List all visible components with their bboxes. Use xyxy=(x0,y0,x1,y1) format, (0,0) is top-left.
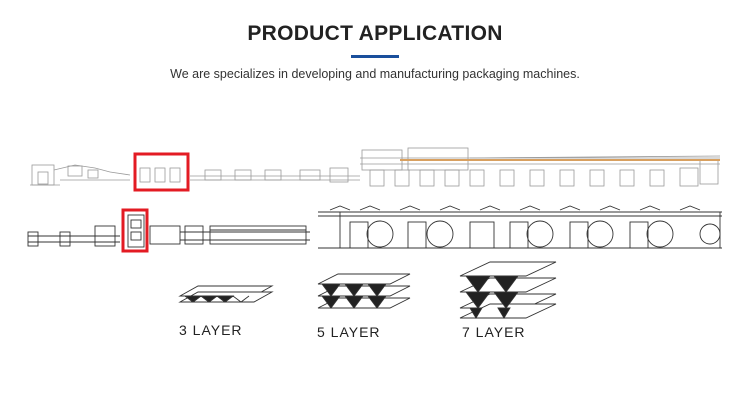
label-7-layer: 7 LAYER xyxy=(462,324,526,340)
production-line-bottom-illustration xyxy=(27,205,722,249)
production-line-top-web xyxy=(400,159,720,161)
title-underline xyxy=(351,55,399,58)
label-5-layer: 5 LAYER xyxy=(317,324,381,340)
section-subtitle: We are specializes in developing and man… xyxy=(170,67,580,81)
production-line-top-illustration xyxy=(30,147,721,187)
board-sample-5-layer xyxy=(317,273,411,309)
board-sample-7-layer xyxy=(459,261,557,319)
label-3-layer: 3 LAYER xyxy=(179,322,243,338)
section-title: PRODUCT APPLICATION xyxy=(247,22,503,45)
highlight-box-top xyxy=(133,152,190,192)
board-sample-3-layer xyxy=(178,285,274,303)
highlight-box-bottom xyxy=(121,208,149,253)
